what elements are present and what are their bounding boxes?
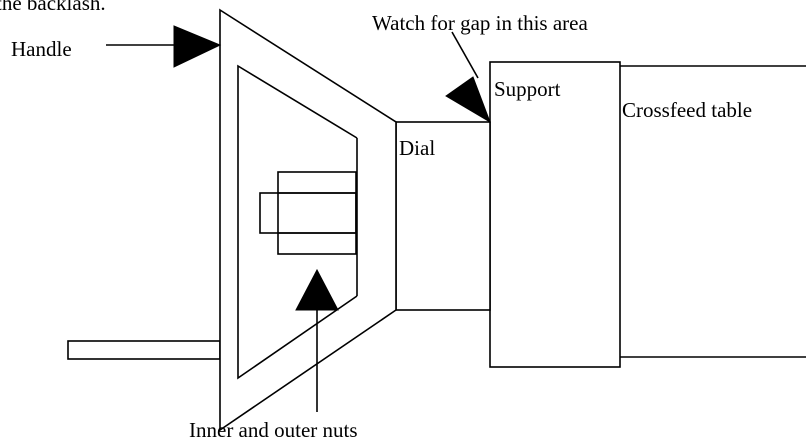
handle-label: Handle bbox=[11, 37, 72, 61]
support-block bbox=[489, 61, 621, 368]
caption-fragment: the backlash. bbox=[0, 0, 106, 15]
nuts-arrow bbox=[295, 268, 339, 412]
handle-crank-arm bbox=[67, 340, 221, 360]
handle-inner-outline bbox=[237, 64, 358, 380]
gap-arrow bbox=[445, 31, 491, 124]
inner-and-outer-nuts bbox=[259, 171, 357, 255]
nuts-label: Inner and outer nuts bbox=[189, 418, 358, 442]
handle-arrow bbox=[106, 25, 222, 68]
support-label: Support bbox=[494, 77, 561, 101]
handle-body bbox=[219, 8, 397, 432]
crossfeed-table-label: Crossfeed table bbox=[622, 98, 752, 122]
dial-label: Dial bbox=[399, 136, 435, 160]
gap-note-label: Watch for gap in this area bbox=[372, 11, 588, 35]
crossfeed-table bbox=[620, 65, 806, 358]
